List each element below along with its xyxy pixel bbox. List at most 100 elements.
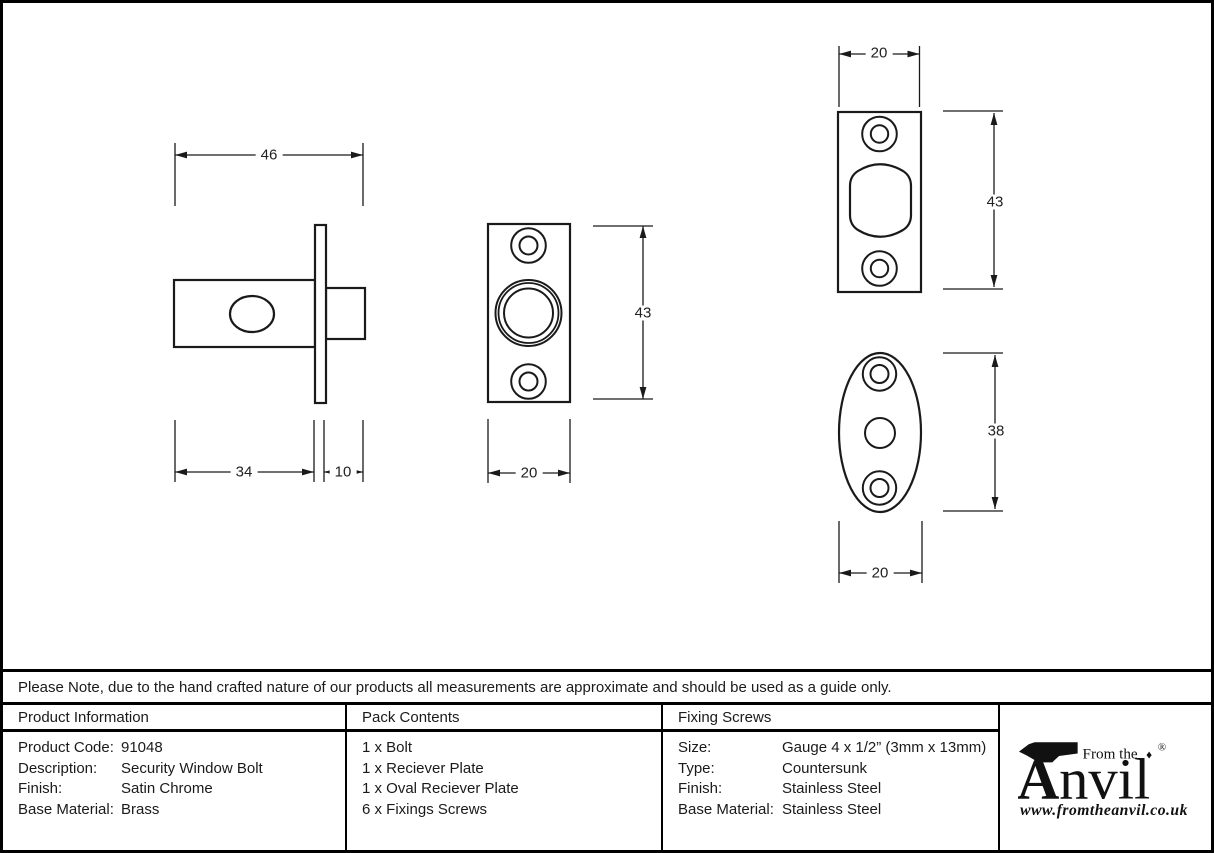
table-row: Type: Countersunk: [678, 759, 992, 780]
product-information-header: Product Information: [3, 705, 345, 732]
arrowhead: [991, 497, 999, 509]
arrowhead: [991, 355, 999, 367]
table-row: Base Material: Brass: [18, 800, 339, 821]
arrowhead: [639, 387, 647, 399]
bolt-body-oval-hole: [228, 294, 276, 334]
row-value: Gauge 4 x 1/2” (3mm x 13mm): [782, 739, 987, 756]
pack-contents-title: Pack Contents: [362, 708, 460, 726]
screw-hole-top: [861, 356, 898, 392]
measurement-note-text: Please Note, due to the hand crafted nat…: [18, 678, 892, 696]
screw-hole-top-inner: [518, 235, 539, 256]
extension-lines: [838, 46, 921, 107]
logo-brand-rest: nvil: [1059, 746, 1150, 811]
bolt-cylinder-inner: [503, 287, 554, 339]
list-item: 1 x Reciever Plate: [362, 759, 484, 777]
dim-oval-height: 38: [982, 423, 1010, 439]
fixing-screws-column: Fixing Screws Size: Gauge 4 x 1/2” (3mm …: [663, 705, 1000, 850]
arrowhead: [990, 113, 998, 125]
row-value: 91048: [121, 739, 163, 756]
arrowhead: [990, 275, 998, 287]
latch-opening: [848, 163, 913, 238]
row-value: Stainless Steel: [782, 800, 882, 818]
fixing-screws-body: Size: Gauge 4 x 1/2” (3mm x 13mm) Type: …: [663, 732, 998, 820]
logo-brand-initial: A: [1018, 746, 1059, 811]
technical-drawing-area: 46 34 10 20 43 20 43 38 20: [172, 45, 1010, 583]
brand-logo-cell: A nvil From the ♦ ® www.fromtheanvil.co.…: [1000, 705, 1211, 850]
dim-bolt-face-width: 20: [515, 465, 543, 481]
product-information-column: Product Information Product Code: 91048 …: [3, 705, 347, 850]
registered-trademark-icon: ®: [1157, 741, 1165, 753]
dim-bolt-end-length: 10: [329, 464, 357, 480]
bolt-body: [172, 278, 317, 349]
list-item: 1 x Oval Reciever Plate: [362, 780, 519, 798]
dim-bolt-overall-length: 46: [255, 147, 283, 163]
table-row: Size: Gauge 4 x 1/2” (3mm x 13mm): [678, 738, 992, 759]
arrowhead: [839, 569, 851, 577]
bolt-end: [324, 286, 367, 341]
row-value: Security Window Bolt: [121, 759, 263, 777]
pack-contents-column: Pack Contents 1 x Bolt 1 x Reciever Plat…: [347, 705, 663, 850]
extension-ticks: [943, 110, 1003, 290]
arrowhead: [302, 468, 314, 476]
extension-lines: [174, 143, 364, 206]
arrowhead: [488, 469, 500, 477]
table-row: Description: Security Window Bolt: [18, 759, 339, 780]
screw-hole-bottom: [510, 363, 547, 400]
screw-hole-top-inner: [869, 124, 890, 144]
dim-oval-width: 20: [866, 565, 894, 581]
bolt-cylinder-outer: [494, 279, 563, 347]
product-information-body: Product Code: 91048 Description: Securit…: [3, 732, 345, 820]
diamond-icon: ♦: [1146, 748, 1152, 761]
dim-receiver-width: 20: [865, 45, 893, 61]
table-row: Finish: Satin Chrome: [18, 779, 339, 800]
screw-hole-bottom: [861, 470, 898, 506]
arrowhead: [839, 50, 851, 58]
table-row: Finish: Stainless Steel: [678, 779, 992, 800]
logo-tagline: From the: [1082, 745, 1137, 762]
screw-hole-top: [861, 115, 898, 153]
oval-receiver-plate-view: [837, 351, 1003, 583]
row-value: Countersunk: [782, 759, 868, 777]
bolt-cylinder-ring: [497, 282, 560, 344]
screw-hole-bottom-inner: [869, 258, 890, 279]
anvil-icon: [1018, 741, 1078, 762]
row-label: Base Material:: [678, 800, 774, 818]
screw-hole-top-inner: [869, 364, 890, 384]
arrowhead: [907, 50, 920, 58]
arrowhead: [639, 226, 647, 238]
list-item: 1 x Bolt: [362, 739, 413, 756]
receiver-plate-view: [836, 46, 1003, 294]
bolt-face-view: [486, 222, 653, 483]
list-item: 6 x Fixings Screws: [362, 800, 488, 818]
row-label: Finish:: [678, 780, 723, 798]
from-the-anvil-logo: A nvil From the ♦ ® www.fromtheanvil.co.…: [1018, 735, 1194, 821]
dim-receiver-height: 43: [981, 194, 1009, 210]
logo-website: www.fromtheanvil.co.uk: [1020, 802, 1188, 819]
extension-ticks: [943, 352, 1003, 512]
pack-contents-body: 1 x Bolt 1 x Reciever Plate 1 x Oval Rec…: [347, 732, 661, 820]
anvil-logo-graphic: A nvil From the ♦ ® www.fromtheanvil.co.…: [1018, 741, 1188, 819]
arrowhead: [351, 151, 363, 159]
product-information-title: Product Information: [18, 708, 149, 726]
row-value: Stainless Steel: [782, 780, 882, 798]
pack-contents-header: Pack Contents: [347, 705, 661, 732]
row-label: Finish:: [18, 780, 63, 798]
fixing-screws-header: Fixing Screws: [663, 705, 998, 732]
fixing-screws-title: Fixing Screws: [678, 708, 772, 726]
technical-drawing: [172, 46, 1003, 583]
bolt-hole: [864, 417, 896, 449]
measurement-note: Please Note, due to the hand crafted nat…: [3, 669, 1211, 705]
arrowhead: [175, 151, 187, 159]
screw-hole-bottom: [861, 250, 898, 287]
screw-hole-top: [510, 227, 547, 264]
extension-lines: [487, 419, 571, 483]
bolt-side-view: [172, 143, 367, 482]
row-label: Description:: [18, 759, 98, 777]
screw-hole-bottom-inner: [869, 478, 890, 498]
dim-bolt-body-length: 34: [230, 464, 258, 480]
row-value: Brass: [121, 800, 160, 818]
arrowhead: [558, 469, 570, 477]
oval-plate: [837, 351, 923, 514]
row-label: Type:: [678, 759, 715, 777]
